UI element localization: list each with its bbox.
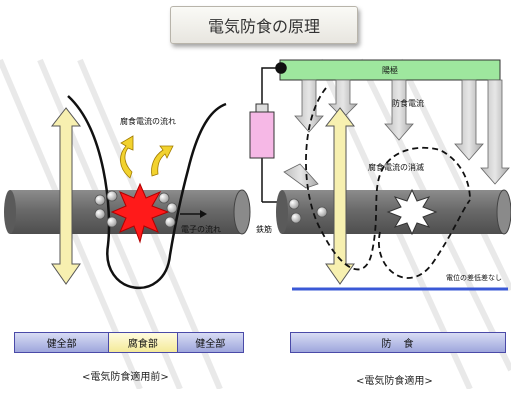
label-anode: 陽極 <box>382 65 398 75</box>
right-caption: <電気防食適用> <box>356 376 433 387</box>
segment-corroded: 腐食部 <box>109 333 178 352</box>
label-rebar: 鉄筋 <box>256 224 272 234</box>
potential-difference-arrow <box>50 107 82 285</box>
corrosion-star <box>110 182 170 244</box>
right-segment-bar: 防 食 <box>290 332 506 353</box>
protection-current-arrows <box>283 79 510 189</box>
right-diagram: 陽極 <box>249 59 511 291</box>
left-ions <box>94 190 178 228</box>
label-potential: 電位の差低差なし <box>446 273 502 282</box>
label-corrosion-current: 腐食電流の流れ <box>120 116 176 126</box>
segment-healthy-right: 健全部 <box>177 333 243 352</box>
electron-flow-arrow <box>180 210 207 218</box>
left-caption: <電気防食適用前> <box>82 372 169 383</box>
segment-healthy-left: 健全部 <box>15 333 110 352</box>
label-extinguish: 腐食電流の消滅 <box>368 162 424 172</box>
corrosion-flow-arrows <box>120 135 174 179</box>
left-segment-bar: 健全部 腐食部 健全部 <box>14 332 244 353</box>
page-title: 電気防食の原理 <box>170 6 358 44</box>
segment-protected: 防 食 <box>291 333 505 352</box>
left-diagram: 腐食電流の流れ 電子の流れ <box>4 95 251 290</box>
wire <box>261 62 287 203</box>
corrosion-current-loop <box>67 95 227 290</box>
anode-bar: 陽極 <box>279 59 501 81</box>
right-ions <box>288 198 328 224</box>
potential-arrow-right <box>324 107 356 285</box>
protected-star <box>386 188 438 236</box>
label-protection-current: 防食電流 <box>392 98 424 108</box>
power-source <box>249 103 275 159</box>
label-electron-flow: 電子の流れ <box>181 224 221 234</box>
extinguished-current-loops <box>305 87 471 279</box>
